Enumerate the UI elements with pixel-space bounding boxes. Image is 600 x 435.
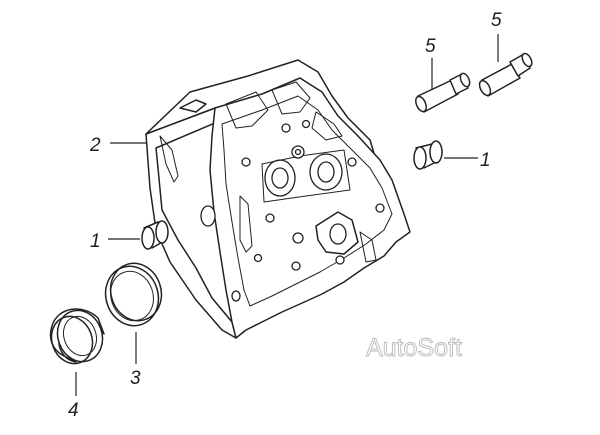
plug-left [141, 220, 169, 250]
valve-guide-left [415, 72, 471, 113]
watermark: AutoSoft [366, 334, 462, 362]
callout-plug-right: 1 [480, 150, 491, 171]
callout-seat-ring-outer: 4 [68, 400, 79, 421]
leader-lines [75, 34, 499, 396]
callout-guide-a: 5 [425, 36, 436, 57]
callout-head: 2 [89, 135, 101, 156]
callout-seat-ring-inner: 3 [130, 368, 141, 389]
valve-seat-ring-inner [104, 262, 163, 327]
valve-seat-ring-outer [49, 308, 105, 365]
cylinder-head [145, 59, 411, 339]
plug-right [413, 140, 443, 170]
callout-plug-left: 1 [90, 231, 101, 252]
valve-guide-right [478, 52, 533, 97]
callout-guide-b: 5 [491, 10, 502, 31]
